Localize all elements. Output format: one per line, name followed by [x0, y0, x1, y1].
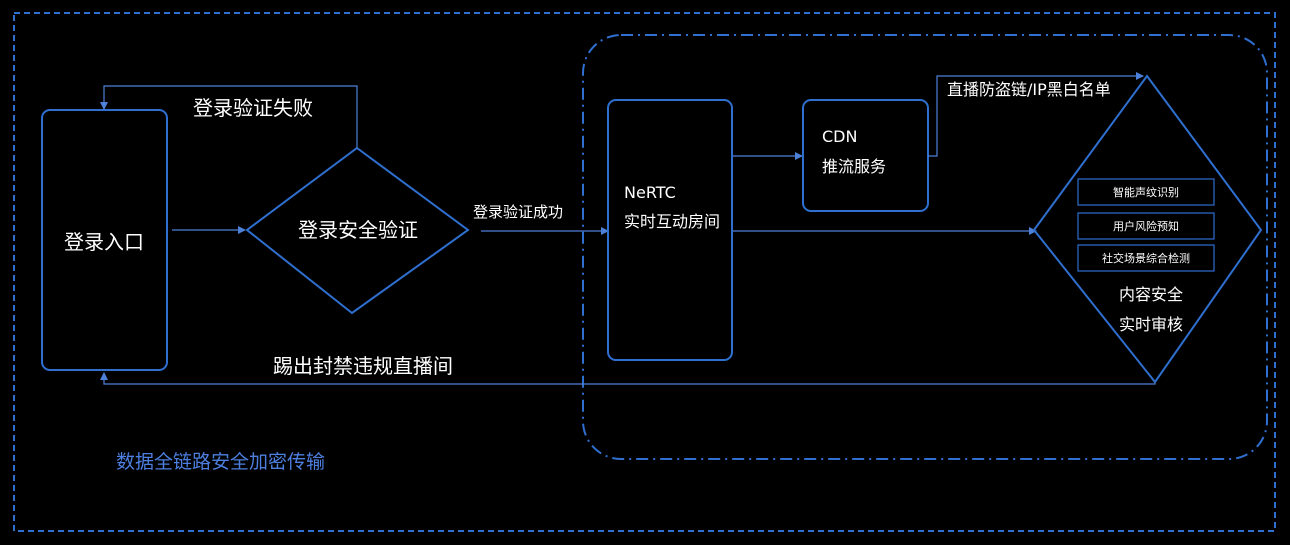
- login-entry-box: [41, 109, 168, 371]
- cdn-label-line2: 推流服务: [822, 157, 886, 176]
- login-check-diamond: [245, 146, 470, 315]
- review-label-line1: 内容安全: [1119, 285, 1183, 304]
- review-tag-social: 社交场景综合检测: [1102, 251, 1190, 265]
- kick-edge-label: 踢出封禁违规直播间: [273, 354, 453, 378]
- inner-region: [582, 34, 1268, 460]
- login-entry-label: 登录入口: [64, 230, 144, 254]
- nertc-box: [607, 99, 733, 361]
- nertc-label-line2: 实时互动房间: [624, 212, 720, 231]
- outer-frame: [13, 12, 1276, 532]
- review-tag-box: [1077, 244, 1215, 272]
- nertc-label-line1: NeRTC: [624, 183, 676, 202]
- footer-encryption-note: 数据全链路安全加密传输: [116, 451, 325, 473]
- cdn-box: [802, 99, 929, 212]
- kick-edge: [100, 372, 1156, 385]
- review-tag-box: [1077, 212, 1215, 240]
- login-check-label: 登录安全验证: [298, 218, 418, 242]
- fail-edge-label: 登录验证失败: [193, 96, 313, 120]
- review-tag-voiceprint: 智能声纹识别: [1113, 185, 1179, 199]
- anti-leech-edge: [928, 72, 1144, 157]
- review-tag-risk: 用户风险预知: [1113, 219, 1179, 233]
- success-edge-label: 登录验证成功: [473, 203, 563, 221]
- fail-edge: [100, 85, 358, 148]
- anti-leech-edge-label: 直播防盗链/IP黑白名单: [947, 80, 1111, 99]
- review-tag-box: [1077, 178, 1215, 206]
- cdn-label-line1: CDN: [822, 127, 857, 146]
- review-label-line2: 实时审核: [1119, 315, 1183, 334]
